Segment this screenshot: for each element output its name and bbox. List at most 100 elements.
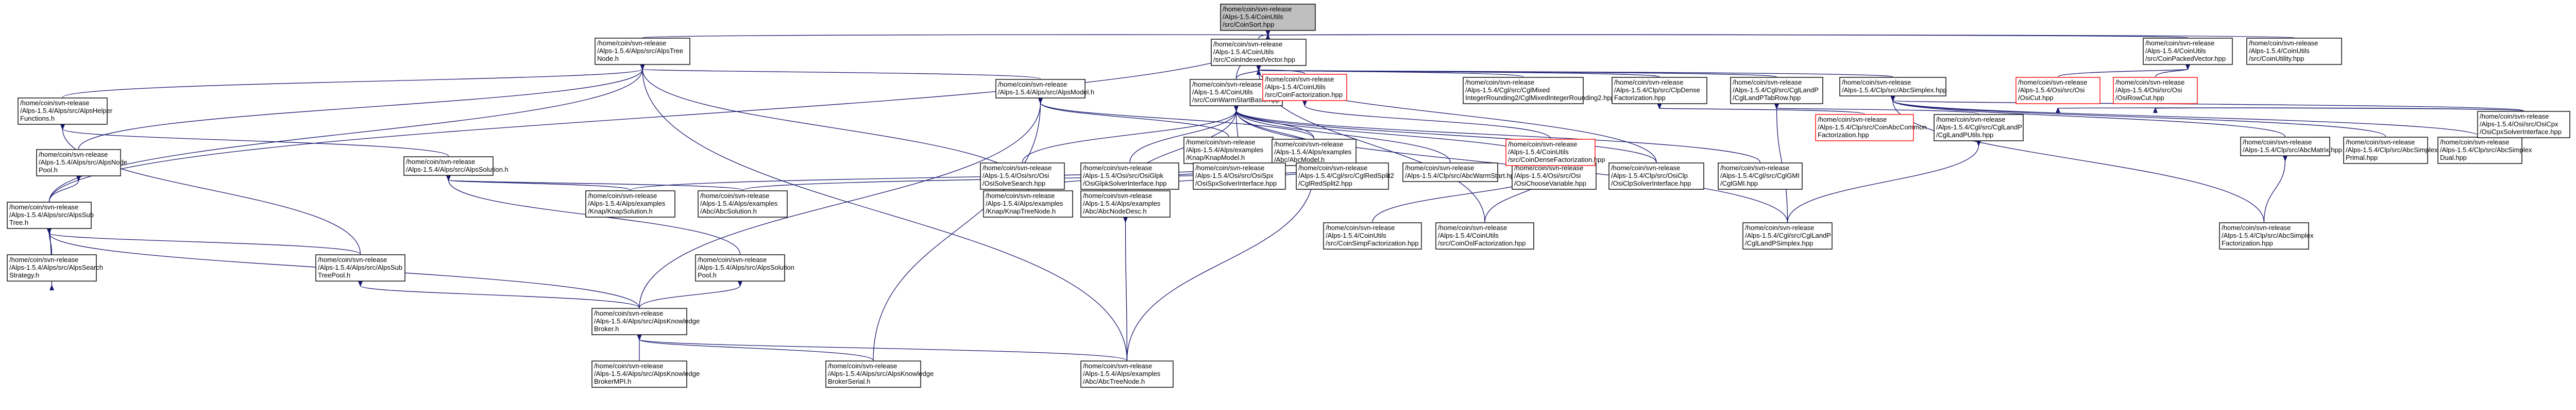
file-node-box <box>983 190 1073 218</box>
file-node-label-line: /Alps-1.5.4/CoinUtils <box>1265 83 1326 91</box>
file-node-alpsknowledgebroker[interactable]: /home/coin/svn-release/Alps-1.5.4/Alps/s… <box>591 308 700 335</box>
file-node-label-line: Broker.h <box>594 325 619 333</box>
file-node-label-line: /home/coin/svn-release <box>1195 164 1264 172</box>
file-node-label-line: /home/coin/svn-release <box>2346 138 2415 146</box>
file-node-alpsknowledgebrokermpi[interactable]: /home/coin/svn-release/Alps-1.5.4/Alps/s… <box>591 360 700 388</box>
file-node-clpdensefact[interactable]: /home/coin/svn-release/Alps-1.5.4/Clp/sr… <box>1612 77 1707 104</box>
file-node-label-line: /home/coin/svn-release <box>2249 39 2318 47</box>
file-node-label-line: /Alps-1.5.4/CoinUtils <box>1223 13 1283 21</box>
file-node-box <box>591 308 687 335</box>
file-node-label-line: /Alps-1.5.4/Alps/src/AlpsSub <box>9 211 94 219</box>
file-node-alpssolutionpool[interactable]: /home/coin/svn-release/Alps-1.5.4/Alps/s… <box>695 254 794 282</box>
file-node-abcwarmstart[interactable]: /home/coin/svn-release/Alps-1.5.4/Clp/sr… <box>1402 162 1518 182</box>
file-node-alpsmodel[interactable]: /home/coin/svn-release/Alps-1.5.4/Alps/s… <box>995 79 1094 99</box>
dependency-edge <box>639 286 740 308</box>
file-node-label-line: /home/coin/svn-release <box>1083 164 1152 172</box>
file-node-label-line: /Alps-1.5.4/Clp/src/AbcSimplex <box>2222 232 2314 239</box>
file-node-alpssubtreepool[interactable]: /home/coin/svn-release/Alps-1.5.4/Alps/s… <box>315 254 405 282</box>
dependency-edge <box>1041 103 1315 139</box>
file-node-osicut[interactable]: /home/coin/svn-release/Alps-1.5.4/Osi/sr… <box>2015 77 2100 104</box>
file-node-alpsnodepool[interactable]: /home/coin/svn-release/Alps-1.5.4/Alps/s… <box>36 149 127 176</box>
file-node-abcmatrix[interactable]: /home/coin/svn-release/Alps-1.5.4/Clp/sr… <box>2240 137 2342 156</box>
file-node-abcsimplex[interactable]: /home/coin/svn-release/Alps-1.5.4/Clp/sr… <box>1839 77 1947 96</box>
file-node-coinutility[interactable]: /home/coin/svn-release/Alps-1.5.4/CoinUt… <box>2246 38 2342 65</box>
file-node-box <box>1839 77 1946 96</box>
file-node-cglandp_tabrow[interactable]: /home/coin/svn-release/Alps-1.5.4/Cgl/sr… <box>1730 77 1823 104</box>
file-node-label-line: /home/coin/svn-release <box>2018 78 2087 86</box>
file-node-label-line: /home/coin/svn-release <box>39 151 108 158</box>
file-node-abcsimplexfact[interactable]: /home/coin/svn-release/Alps-1.5.4/Clp/sr… <box>2219 222 2314 250</box>
file-node-alpssearchstrategy[interactable]: /home/coin/svn-release/Alps-1.5.4/Alps/s… <box>7 254 103 282</box>
file-node-label-line: /Alps-1.5.4/Alps/src/AlpsTree <box>597 47 683 55</box>
file-node-alpsknowledgebrokerserial[interactable]: /home/coin/svn-release/Alps-1.5.4/Alps/s… <box>825 360 934 388</box>
file-node-abcsolution[interactable]: /home/coin/svn-release/Alps-1.5.4/Alps/e… <box>698 190 788 218</box>
file-node-osiglpk[interactable]: /home/coin/svn-release/Alps-1.5.4/Osi/sr… <box>1080 162 1179 190</box>
file-node-alpssolution[interactable]: /home/coin/svn-release/Alps-1.5.4/Alps/s… <box>403 156 509 176</box>
file-node-label-line: /Alps-1.5.4/Alps/examples <box>700 200 778 207</box>
file-node-osichoosevariable[interactable]: /home/coin/svn-release/Alps-1.5.4/Osi/sr… <box>1512 162 1597 190</box>
file-node-coindensefact[interactable]: /home/coin/svn-release/Alps-1.5.4/CoinUt… <box>1505 139 1605 166</box>
file-node-box <box>2437 137 2522 164</box>
dependency-edge <box>2057 69 2188 77</box>
dependency-edge <box>48 181 79 202</box>
file-node-box <box>1323 222 1422 250</box>
file-node-alpstreenode[interactable]: /home/coin/svn-release/Alps-1.5.4/Alps/s… <box>595 38 690 65</box>
file-node-abcsimplexdual[interactable]: /home/coin/svn-release/Alps-1.5.4/Clp/sr… <box>2437 137 2532 164</box>
file-node-osiclp[interactable]: /home/coin/svn-release/Alps-1.5.4/Clp/sr… <box>1608 162 1704 190</box>
file-node-osicpx[interactable]: /home/coin/svn-release/Alps-1.5.4/Osi/sr… <box>2477 111 2570 138</box>
file-node-cgmixedinteger[interactable]: /home/coin/svn-release/Alps-1.5.4/Cgl/sr… <box>1463 77 1615 104</box>
file-node-coinindexedvector[interactable]: /home/coin/svn-release/Alps-1.5.4/CoinUt… <box>1211 39 1307 66</box>
dependency-edge <box>1893 101 2386 137</box>
file-node-abcnodedesc[interactable]: /home/coin/svn-release/Alps-1.5.4/Alps/e… <box>1080 190 1171 218</box>
file-node-label-line: /home/coin/svn-release <box>1818 116 1887 123</box>
file-node-abctreenode[interactable]: /home/coin/svn-release/Alps-1.5.4/Alps/e… <box>1080 360 1174 388</box>
file-node-label-line: Tree.h <box>9 219 28 226</box>
file-node-label-line: /Alps-1.5.4/Alps/src/AlpsKnowledge <box>828 370 934 378</box>
file-node-coinpackedvector[interactable]: /home/coin/svn-release/Alps-1.5.4/CoinUt… <box>2143 38 2233 65</box>
file-node-coinoslfact[interactable]: /home/coin/svn-release/Alps-1.5.4/CoinUt… <box>1435 222 1534 250</box>
file-node-box <box>995 79 1086 99</box>
file-node-coinwarmstartbasis[interactable]: /home/coin/svn-release/Alps-1.5.4/CoinUt… <box>1190 79 1283 106</box>
file-node-label-line: /Alps-1.5.4/Alps/examples <box>588 200 666 207</box>
file-node-box <box>1463 77 1584 104</box>
file-node-knapsolution[interactable]: /home/coin/svn-release/Alps-1.5.4/Alps/e… <box>585 190 675 218</box>
file-node-cglandpsimplex[interactable]: /home/coin/svn-release/Alps-1.5.4/Cgl/sr… <box>1742 222 1833 250</box>
file-node-label-line: /Knap/KnapModel.h <box>1186 154 1245 161</box>
file-node-label-line: /Alps-1.5.4/Alps/examples <box>1083 200 1161 207</box>
file-node-label-line: /home/coin/svn-release <box>700 192 769 200</box>
file-node-knapmodel[interactable]: /home/coin/svn-release/Alps-1.5.4/Alps/e… <box>1183 137 1274 164</box>
file-node-alpshelper[interactable]: /home/coin/svn-release/Alps-1.5.4/Alps/s… <box>18 97 113 125</box>
file-node-label-line: /OsiChooseVariable.hpp <box>1514 179 1586 187</box>
file-node-cglredsplit2[interactable]: /home/coin/svn-release/Alps-1.5.4/Cgl/sr… <box>1296 162 1394 190</box>
dependency-edge <box>642 35 1268 38</box>
file-node-label-line: /Alps-1.5.4/CoinUtils <box>1438 232 1499 239</box>
file-node-osirowcut[interactable]: /home/coin/svn-release/Alps-1.5.4/Osi/sr… <box>2113 77 2198 104</box>
file-node-label-line: /home/coin/svn-release <box>998 80 1067 88</box>
file-node-osispx[interactable]: /home/coin/svn-release/Alps-1.5.4/Osi/sr… <box>1193 162 1286 190</box>
file-node-alpssubtree[interactable]: /home/coin/svn-release/Alps-1.5.4/Alps/s… <box>7 202 94 229</box>
file-node-label-line: /Alps-1.5.4/Cgl/src/CglLandP <box>1745 232 1831 239</box>
dependency-edge <box>2156 108 2524 111</box>
file-node-label-line: /home/coin/svn-release <box>2440 138 2509 146</box>
file-node-label-line: /CglGMI.hpp <box>1720 179 1758 187</box>
dependency-edge <box>78 69 643 150</box>
file-node-label-line: /Alps-1.5.4/Osi/src/Osi <box>2115 86 2182 94</box>
file-node-abcmodel[interactable]: /home/coin/svn-release/Alps-1.5.4/Alps/e… <box>1272 139 1357 166</box>
file-node-label-line: /Alps-1.5.4/CoinUtils <box>2249 47 2310 55</box>
file-node-box <box>2477 111 2570 138</box>
file-node-cglandp_pivot[interactable]: /home/coin/svn-release/Alps-1.5.4/Cgl/sr… <box>1934 114 2024 141</box>
file-node-abcsimplexprimal[interactable]: /home/coin/svn-release/Alps-1.5.4/Clp/sr… <box>2343 137 2438 164</box>
file-node-label-line: /home/coin/svn-release <box>9 256 78 264</box>
file-node-label-line: /home/coin/svn-release <box>1614 78 1683 86</box>
file-node-coinfactorization[interactable]: /home/coin/svn-release/Alps-1.5.4/CoinUt… <box>1262 74 1347 101</box>
file-node-cglgmi[interactable]: /home/coin/svn-release/Alps-1.5.4/Cgl/sr… <box>1718 162 1803 190</box>
file-node-coinabccommonfact[interactable]: /home/coin/svn-release/Alps-1.5.4/Clp/sr… <box>1815 114 1927 141</box>
file-node-label-line: /Alps-1.5.4/CoinUtils <box>1508 148 1569 156</box>
file-node-osisolvesearch[interactable]: /home/coin/svn-release/Alps-1.5.4/Osi/sr… <box>980 162 1065 190</box>
file-node-label-line: /OsiClpSolverInterface.hpp <box>1611 179 1691 187</box>
file-node-coinsimpfact[interactable]: /home/coin/svn-release/Alps-1.5.4/CoinUt… <box>1323 222 1422 250</box>
dependency-edge <box>1236 110 1657 163</box>
file-node-knaptreenode[interactable]: /home/coin/svn-release/Alps-1.5.4/Alps/e… <box>983 190 1073 218</box>
file-node-box <box>698 190 788 218</box>
file-node-label-line: /src/CoinOslFactorization.hpp <box>1438 239 1526 247</box>
